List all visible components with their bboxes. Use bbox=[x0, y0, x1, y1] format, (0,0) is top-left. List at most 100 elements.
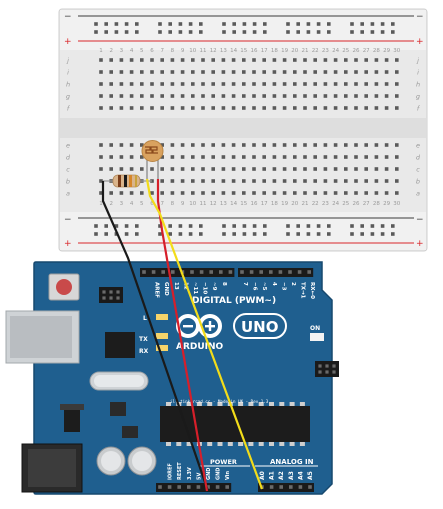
breadboard-hole[interactable] bbox=[252, 94, 256, 98]
digital-header-pin[interactable] bbox=[240, 270, 244, 274]
breadboard-hole[interactable] bbox=[272, 167, 277, 171]
breadboard-hole[interactable] bbox=[333, 106, 338, 110]
breadboard-hole[interactable] bbox=[211, 155, 215, 159]
breadboard-hole[interactable] bbox=[374, 70, 379, 74]
breadboard-hole[interactable] bbox=[129, 106, 134, 110]
rail-hole[interactable] bbox=[360, 232, 364, 236]
rail-hole[interactable] bbox=[380, 232, 385, 236]
rail-hole[interactable] bbox=[306, 22, 311, 26]
breadboard-hole[interactable] bbox=[395, 179, 399, 183]
breadboard-hole[interactable] bbox=[201, 143, 205, 147]
breadboard-hole[interactable] bbox=[313, 94, 317, 98]
rail-hole[interactable] bbox=[232, 224, 236, 228]
rail-hole[interactable] bbox=[360, 30, 364, 34]
rail-hole[interactable] bbox=[263, 232, 267, 236]
breadboard-hole[interactable] bbox=[170, 94, 175, 98]
breadboard-hole[interactable] bbox=[180, 70, 185, 74]
rail-hole[interactable] bbox=[360, 22, 364, 26]
rail-hole[interactable] bbox=[94, 22, 98, 26]
rail-hole[interactable] bbox=[114, 224, 119, 228]
breadboard-hole[interactable] bbox=[129, 94, 134, 98]
breadboard-hole[interactable] bbox=[272, 143, 277, 147]
breadboard-hole[interactable] bbox=[150, 191, 154, 195]
breadboard-hole[interactable] bbox=[293, 155, 297, 159]
breadboard-hole[interactable] bbox=[191, 94, 195, 98]
rail-hole[interactable] bbox=[135, 22, 139, 26]
rail-hole[interactable] bbox=[94, 232, 98, 236]
breadboard-hole[interactable] bbox=[201, 167, 205, 171]
rail-hole[interactable] bbox=[94, 224, 98, 228]
wires[interactable] bbox=[101, 178, 264, 492]
breadboard-hole[interactable] bbox=[201, 191, 205, 195]
breadboard-hole[interactable] bbox=[109, 70, 113, 74]
breadboard-hole[interactable] bbox=[231, 70, 236, 74]
rail-hole[interactable] bbox=[168, 22, 172, 26]
digital-header-pin[interactable] bbox=[269, 270, 273, 274]
breadboard-hole[interactable] bbox=[150, 58, 154, 62]
rail-hole[interactable] bbox=[222, 22, 226, 26]
breadboard-hole[interactable] bbox=[211, 70, 215, 74]
rail-hole[interactable] bbox=[306, 224, 311, 228]
breadboard-hole[interactable] bbox=[323, 106, 328, 110]
digital-header-pin[interactable] bbox=[142, 270, 146, 274]
breadboard-hole[interactable] bbox=[231, 179, 236, 183]
breadboard-hole[interactable] bbox=[303, 167, 307, 171]
breadboard-hole[interactable] bbox=[323, 143, 328, 147]
rail-hole[interactable] bbox=[199, 30, 203, 34]
breadboard-hole[interactable] bbox=[303, 143, 307, 147]
rail-hole[interactable] bbox=[327, 224, 331, 228]
breadboard-hole[interactable] bbox=[323, 58, 328, 62]
breadboard-hole[interactable] bbox=[354, 70, 358, 74]
breadboard-hole[interactable] bbox=[374, 167, 379, 171]
breadboard-hole[interactable] bbox=[242, 70, 246, 74]
breadboard-hole[interactable] bbox=[180, 191, 185, 195]
breadboard-hole[interactable] bbox=[333, 94, 338, 98]
digital-header-pin[interactable] bbox=[249, 270, 254, 274]
breadboard-hole[interactable] bbox=[333, 143, 338, 147]
breadboard-hole[interactable] bbox=[364, 167, 368, 171]
rail-hole[interactable] bbox=[188, 22, 193, 26]
power-header-pin[interactable] bbox=[215, 485, 220, 489]
digital-header-pin[interactable] bbox=[209, 270, 213, 274]
breadboard-hole[interactable] bbox=[170, 82, 175, 86]
breadboard-hole[interactable] bbox=[140, 155, 144, 159]
breadboard-hole[interactable] bbox=[160, 179, 164, 183]
breadboard-hole[interactable] bbox=[252, 70, 256, 74]
analog-header-pin[interactable] bbox=[298, 485, 303, 489]
breadboard-hole[interactable] bbox=[191, 70, 195, 74]
breadboard-hole[interactable] bbox=[242, 58, 246, 62]
breadboard-hole[interactable] bbox=[364, 106, 368, 110]
breadboard-hole[interactable] bbox=[109, 82, 113, 86]
rail-hole[interactable] bbox=[242, 30, 247, 34]
rail-hole[interactable] bbox=[178, 224, 183, 228]
rail-hole[interactable] bbox=[124, 30, 129, 34]
breadboard-hole[interactable] bbox=[374, 106, 379, 110]
breadboard-hole[interactable] bbox=[344, 82, 348, 86]
breadboard-hole[interactable] bbox=[344, 155, 348, 159]
breadboard-hole[interactable] bbox=[201, 70, 205, 74]
breadboard-hole[interactable] bbox=[323, 94, 328, 98]
breadboard-hole[interactable] bbox=[333, 191, 338, 195]
breadboard-hole[interactable] bbox=[354, 155, 358, 159]
breadboard-hole[interactable] bbox=[99, 70, 103, 74]
breadboard-hole[interactable] bbox=[395, 94, 399, 98]
breadboard-hole[interactable] bbox=[354, 179, 358, 183]
breadboard-hole[interactable] bbox=[384, 143, 389, 147]
rail-hole[interactable] bbox=[135, 232, 139, 236]
analog-header-pin[interactable] bbox=[289, 485, 293, 489]
breadboard-hole[interactable] bbox=[252, 191, 256, 195]
arduino-uno-board[interactable]: ARDUINO UNO DIGITAL (PWM~) TX RX L ON il… bbox=[5, 261, 339, 495]
breadboard-hole[interactable] bbox=[262, 94, 266, 98]
breadboard-hole[interactable] bbox=[262, 143, 266, 147]
rail-hole[interactable] bbox=[370, 22, 375, 26]
breadboard-hole[interactable] bbox=[323, 82, 328, 86]
breadboard-hole[interactable] bbox=[354, 106, 358, 110]
digital-header[interactable] bbox=[140, 268, 314, 277]
rail-hole[interactable] bbox=[391, 224, 395, 228]
rail-hole[interactable] bbox=[296, 30, 300, 34]
breadboard-hole[interactable] bbox=[99, 106, 103, 110]
breadboard-hole[interactable] bbox=[333, 167, 338, 171]
rail-hole[interactable] bbox=[232, 232, 236, 236]
breadboard-hole[interactable] bbox=[313, 191, 317, 195]
breadboard-hole[interactable] bbox=[354, 191, 358, 195]
